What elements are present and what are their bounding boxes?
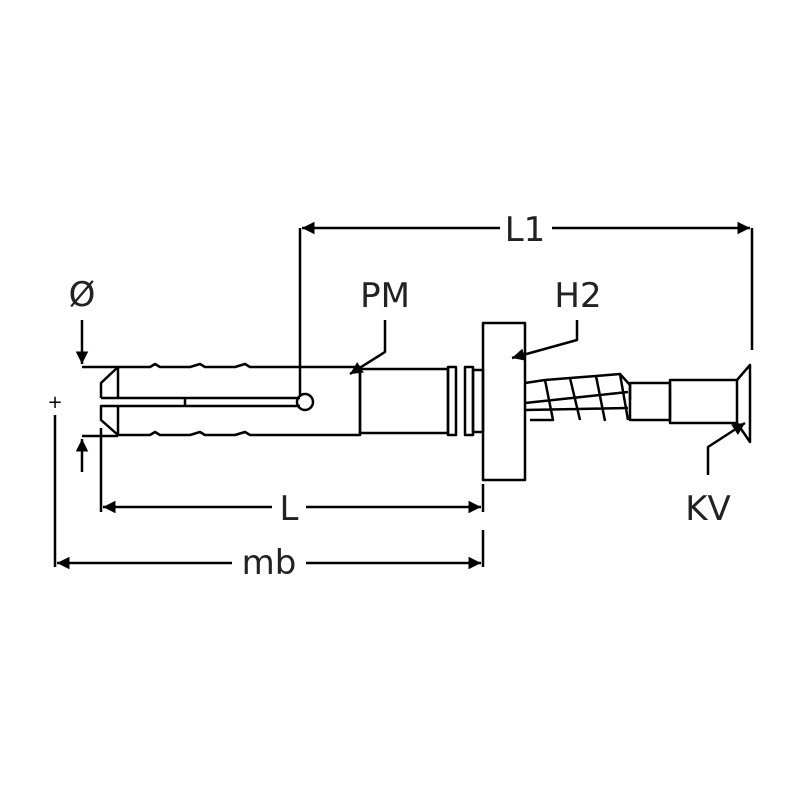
leader-h2: H2 — [511, 276, 602, 361]
plus-label: + — [47, 392, 62, 413]
l-label: L — [280, 489, 299, 529]
leader-kv: KV — [685, 421, 746, 529]
screw — [524, 363, 752, 444]
collar — [481, 321, 527, 482]
mb-label: mb — [242, 543, 297, 583]
pm-label: PM — [360, 276, 410, 316]
l1-label: L1 — [505, 210, 546, 250]
dimension-l1: L1 — [298, 210, 754, 395]
dimension-mb: + mb — [47, 392, 485, 583]
dowel-body — [99, 362, 362, 437]
dimension-diameter: Ø — [69, 275, 118, 472]
h2-label: H2 — [554, 276, 601, 316]
dimension-l: L — [99, 428, 485, 529]
leader-pm: PM — [349, 276, 410, 376]
sleeve — [358, 365, 485, 437]
diameter-label: Ø — [69, 275, 96, 315]
kv-label: KV — [685, 489, 731, 529]
